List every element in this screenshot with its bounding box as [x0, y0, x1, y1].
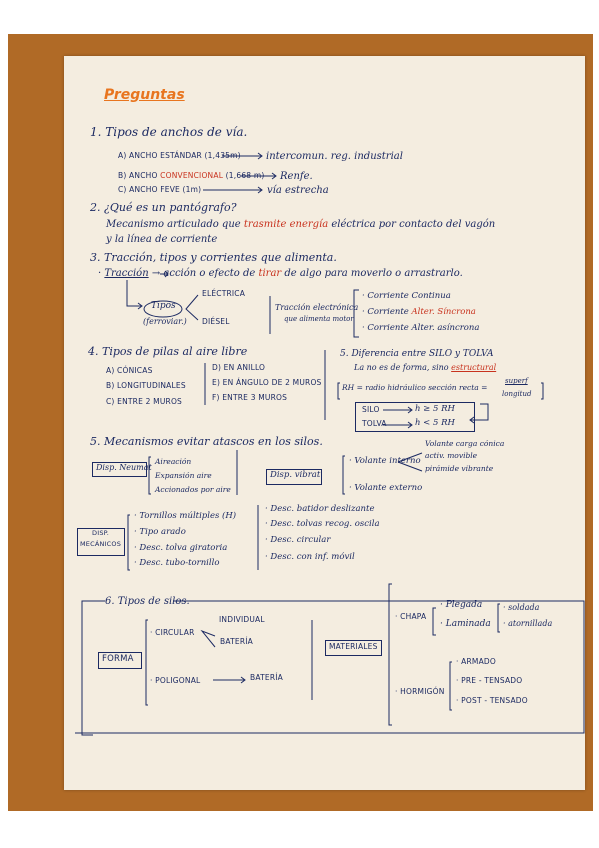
q4-item-a: A) CÓNICAS [106, 366, 153, 375]
paper-sheet [64, 56, 585, 790]
circular-label: · CIRCULAR [150, 628, 195, 637]
disp-mecanicos-box [77, 528, 125, 556]
neumat-item-3: Accionados por aire [155, 485, 231, 494]
soldada-label: · soldada [503, 603, 540, 612]
q2-line2: y la línea de corriente [106, 234, 218, 245]
disp-vibrat-box [266, 469, 322, 485]
q3-electrica: ELÉCTRICA [202, 289, 246, 298]
q3-corriente-2: · Corriente Alter. Síncrona [362, 307, 476, 317]
q3-heading: 3. Tracción, tipos y corrientes que alim… [90, 251, 337, 264]
q4-heading: 4. Tipos de pilas al aire libre [88, 345, 248, 358]
neumat-item-2: Expansión aire [155, 471, 212, 480]
q3-traccion-elec-2: que alimenta motor [284, 315, 354, 323]
q1-a-label: A) ANCHO ESTÁNDAR (1,435m) [118, 151, 241, 160]
hormigon-item-1: · ARMADO [456, 657, 496, 666]
vibr-item-3: pirámide vibrante [425, 464, 494, 473]
laminada-label: · Laminada [440, 619, 491, 629]
q2-highlight: trasmite energía [243, 219, 329, 230]
q3-definition: · Tracción → acción o efecto de tirar de… [98, 268, 463, 279]
forma-box [98, 652, 142, 669]
atornillada-label: · atornillada [503, 619, 553, 628]
q5a-silo: SILO [362, 405, 380, 414]
q3-diesel: DIÉSEL [202, 317, 230, 326]
individual-label: INDIVIDUAL [219, 615, 265, 624]
materiales-label: MATERIALES [329, 642, 378, 651]
mec-item-4: · Desc. tubo-tornillo [134, 558, 220, 568]
q6-heading: 6. Tipos de silos. [105, 596, 190, 607]
q5a-frac-num: superf [505, 377, 528, 385]
materiales-box [325, 640, 382, 656]
forma-label: FORMA [102, 654, 134, 664]
q4-item-f: F) ENTRE 3 MUROS [212, 393, 288, 402]
chapa-label: · CHAPA [395, 612, 427, 621]
plegada-label: · Plegada [440, 600, 483, 610]
disp-neumat: Disp. Neumat [96, 463, 152, 472]
q5a-frac-den: longitud [502, 390, 532, 398]
q5a-tolva-rel: h < 5 RH [415, 418, 455, 428]
q5a-formula: RH = radio hidráulico sección recta = [342, 383, 488, 392]
q5a-heading: 5. Diferencia entre SILO y TOLVA [340, 349, 494, 359]
disp-mecanicos-1: DISP. [92, 529, 110, 537]
mec-item-3: · Desc. tolva giratoria [134, 543, 228, 553]
q1-c-label: C) ANCHO FEVE (1m) [118, 185, 202, 194]
q1-b-result: Renfe. [280, 171, 313, 182]
q5b-heading: 5. Mecanismos evitar atascos en los silo… [90, 435, 323, 448]
desc-item-1: · Desc. batidor deslizante [265, 504, 375, 514]
neumat-item-1: Aireación [155, 457, 192, 466]
mec-item-1: · Tornillos múltiples (H) [134, 511, 237, 521]
poligonal-label: · POLIGONAL [150, 676, 201, 685]
q5a-tolva: TOLVA [362, 419, 387, 428]
disp-neumat-box [92, 462, 147, 477]
hormigon-item-2: · PRE - TENSADO [456, 676, 523, 685]
disp-vibrat: Disp. vibrat [270, 470, 321, 480]
volante-externo: · Volante externo [349, 483, 423, 493]
q4-item-b: B) LONGITUDINALES [106, 381, 186, 390]
mec-item-2: · Tipo arado [134, 527, 186, 537]
q5a-subtitle: La no es de forma, sino estructural [354, 363, 497, 372]
bateria-label: BATERÍA [220, 637, 253, 646]
bateria2-label: BATERÍA [250, 673, 283, 682]
desc-item-2: · Desc. tolvas recog. oscila [265, 519, 380, 529]
q3-corriente-3: · Corriente Alter. asíncrona [362, 323, 480, 333]
q1-a-result: intercomun. reg. industrial [266, 151, 403, 162]
hormigon-label: · HORMIGÓN [395, 687, 445, 696]
hormigon-item-3: · POST - TENSADO [456, 696, 528, 705]
vibr-item-1: Volante carga cónica [425, 439, 505, 448]
desc-item-3: · Desc. circular [265, 535, 331, 545]
q1-b-highlight: CONVENCIONAL [160, 171, 224, 180]
q4-item-c: C) ENTRE 2 MUROS [106, 397, 183, 406]
q4-item-d: D) EN ANILLO [212, 363, 266, 372]
vibr-item-2: activ. movible [425, 451, 478, 460]
q3-ferroviar: (ferroviar.) [143, 317, 187, 326]
q1-c-result: vía estrecha [267, 185, 329, 196]
q1-b-label: B) ANCHO CONVENCIONAL (1,668 m) [118, 171, 265, 180]
volante-interno: · Volante interno [349, 456, 421, 466]
q3-tipos: Tipos [151, 301, 176, 311]
q3-traccion-elec-1: Tracción electrónica [275, 303, 359, 312]
q3-corriente-1: · Corriente Continua [362, 291, 451, 301]
q1-heading: 1. Tipos de anchos de vía. [90, 125, 248, 139]
silo-tolva-box [355, 402, 475, 432]
q2-heading: 2. ¿Qué es un pantógrafo? [90, 201, 237, 214]
disp-mecanicos-2: MECÁNICOS [80, 540, 122, 548]
q5a-silo-rel: h ≥ 5 RH [415, 404, 455, 414]
q2-line1: Mecanismo articulado que trasmite energí… [106, 219, 496, 230]
q4-item-e: E) EN ÁNGULO DE 2 MUROS [212, 378, 322, 387]
page-title: Preguntas [104, 87, 185, 103]
desc-item-4: · Desc. con inf. móvil [265, 552, 355, 562]
